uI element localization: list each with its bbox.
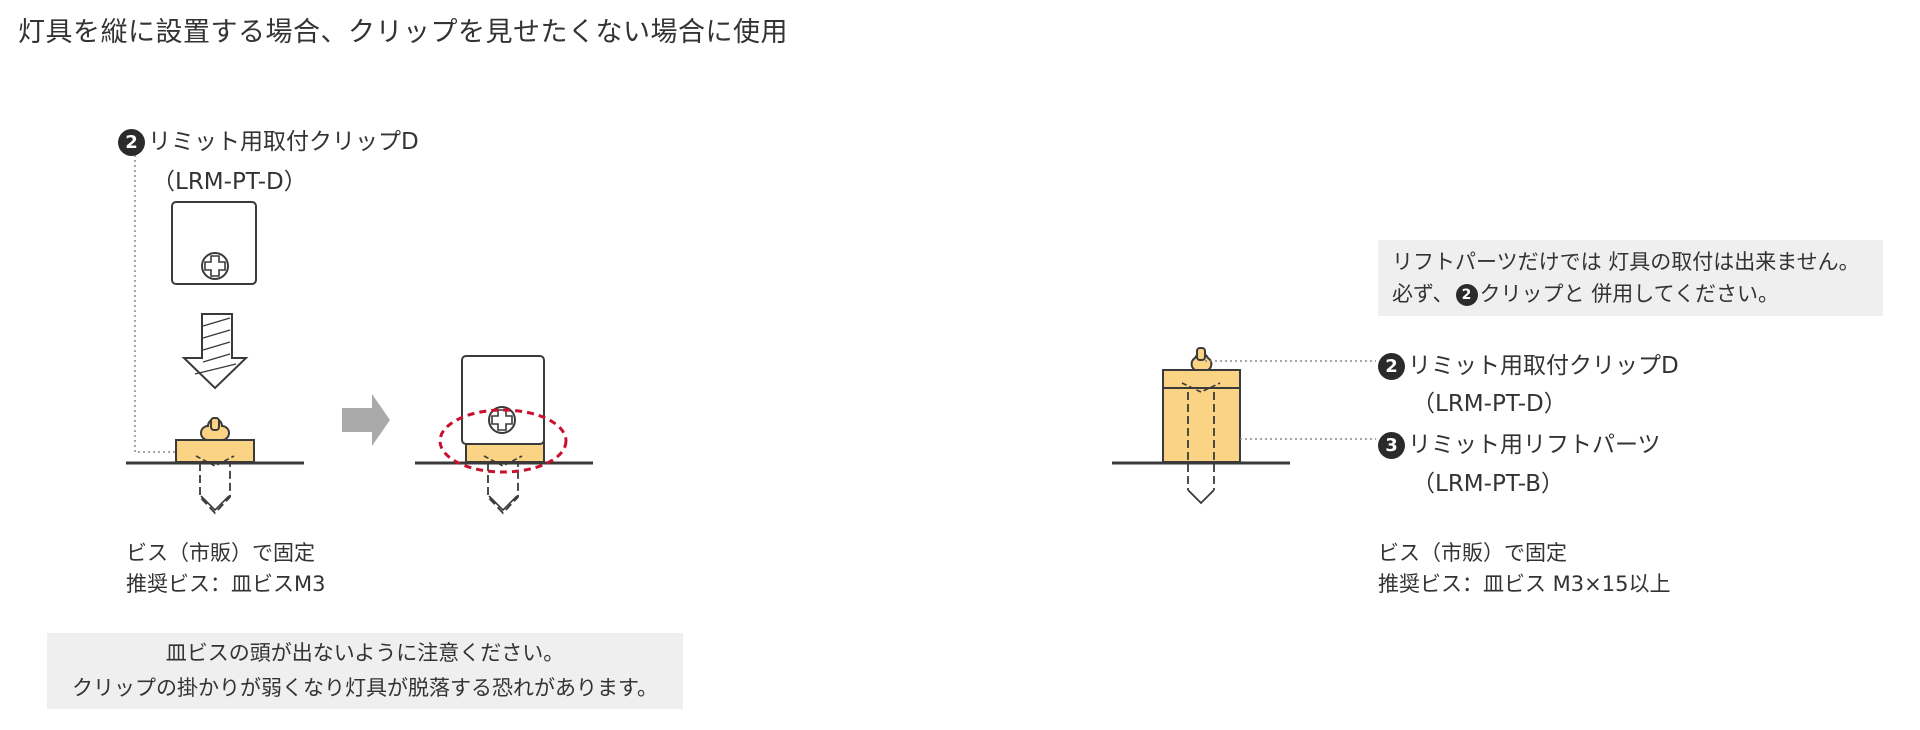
- left-clip-code: （LRM-PT-D）: [152, 169, 307, 195]
- number-2-badge: 2: [1378, 353, 1405, 380]
- right-note-line1: リフトパーツだけでは 灯具の取付は出来ません。: [1392, 250, 1860, 274]
- right-assembly: [1112, 347, 1376, 505]
- warning-line2: クリップの掛かりが弱くなり灯具が脱落する恐れがあります。: [72, 676, 658, 700]
- right-lift-code: （LRM-PT-B）: [1412, 471, 1565, 497]
- page-heading: 灯具を縦に設置する場合、クリップを見せたくない場合に使用: [18, 17, 788, 48]
- number-2-badge: 2: [1455, 284, 1478, 306]
- warning-line1: 皿ビスの頭が出ないように注意ください。: [165, 641, 565, 665]
- clip-d-part: [171, 201, 257, 285]
- right-fix-line2: 推奨ビス：皿ビス M3×15以上: [1378, 572, 1671, 596]
- left-fix-line2: 推奨ビス：皿ビスM3: [126, 572, 326, 596]
- number-3-badge: 3: [1378, 432, 1405, 459]
- left-base-assembly: [126, 417, 304, 515]
- assembled-assembly: [415, 355, 593, 515]
- right-fix-line1: ビス（市販）で固定: [1378, 541, 1567, 565]
- right-note-suffix: クリップと 併用してください。: [1479, 282, 1779, 306]
- right-lift-name: リミット用リフトパーツ: [1408, 432, 1661, 458]
- right-arrow-icon: [342, 394, 390, 446]
- right-note-prefix: 必ず、: [1392, 282, 1454, 306]
- warning-note: 皿ビスの頭が出ないように注意ください。 クリップの掛かりが弱くなり灯具が脱落する…: [47, 633, 683, 709]
- number-2-badge: 2: [118, 129, 145, 156]
- left-leader-line: [134, 150, 180, 453]
- left-clip-name: リミット用取付クリップD: [148, 129, 419, 155]
- left-fix-line1: ビス（市販）で固定: [126, 541, 315, 565]
- down-arrow-icon: [181, 313, 249, 390]
- right-clip-name: リミット用取付クリップD: [1408, 353, 1679, 379]
- right-clip-code: （LRM-PT-D）: [1412, 391, 1567, 417]
